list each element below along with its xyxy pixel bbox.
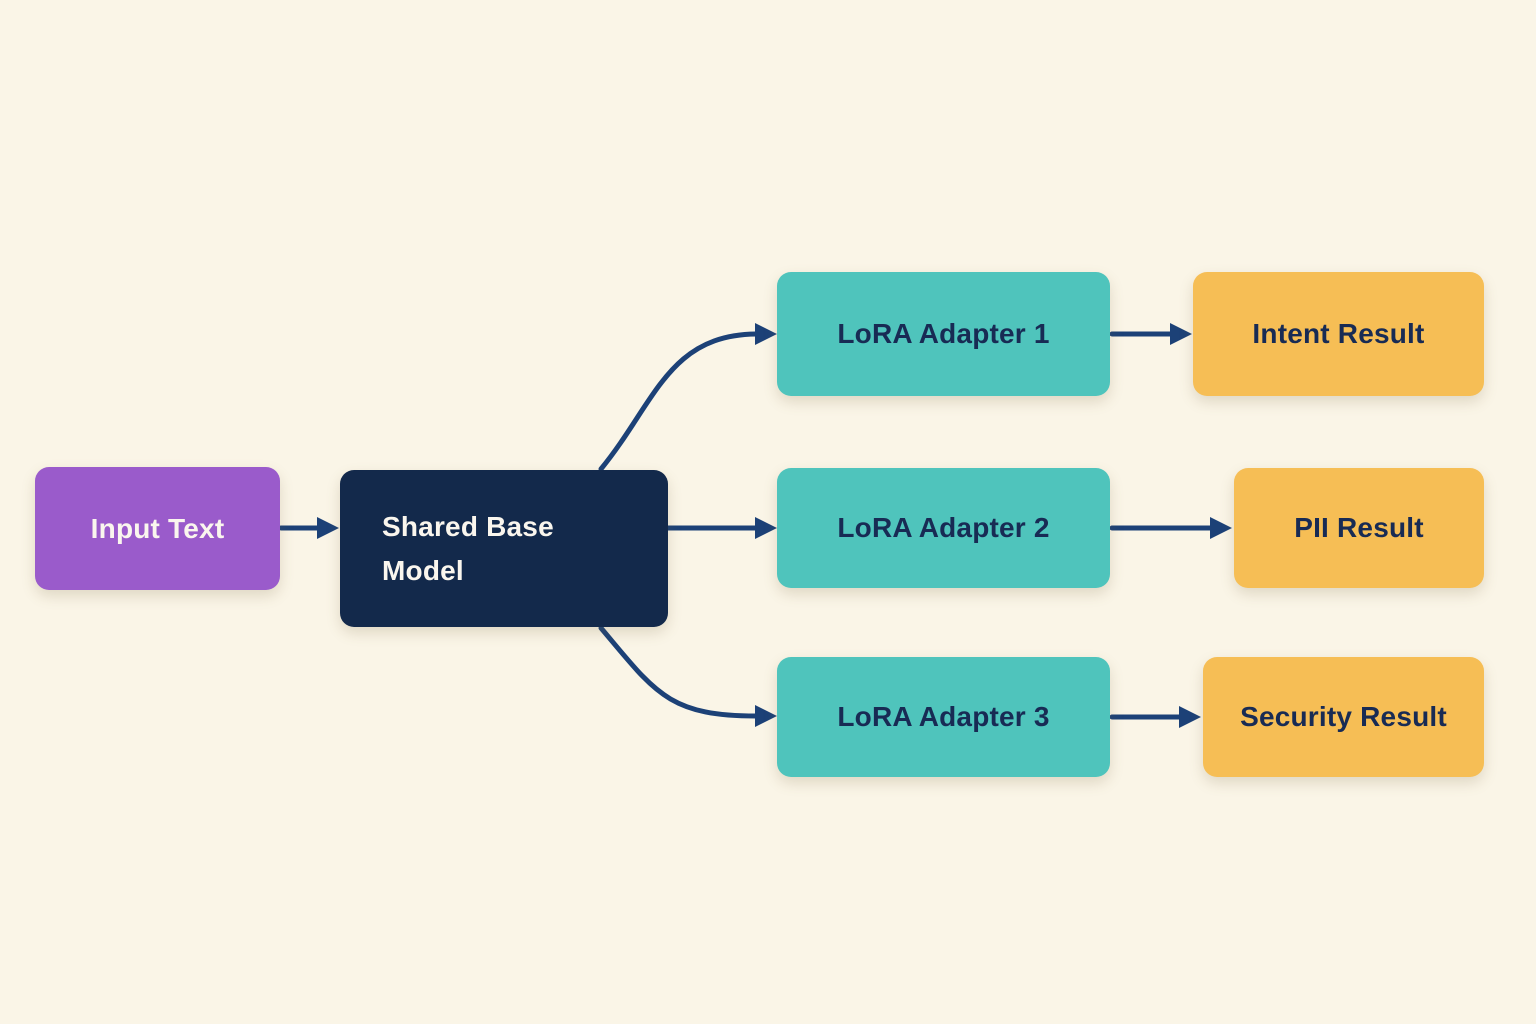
node-lora-adapter-3: LoRA Adapter 3 [777,657,1110,777]
node-input-text: Input Text [35,467,280,590]
node-lora-adapter-1: LoRA Adapter 1 [777,272,1110,396]
edge-base-to-lora1 [598,331,759,472]
arrowhead-base-to-lora2 [755,517,777,539]
node-shared-base-model-label: Shared Base Model [382,511,554,586]
arrowhead-lora3-to-security [1179,706,1201,728]
node-input-text-label: Input Text [90,512,225,544]
node-lora-adapter-1-label: LoRA Adapter 1 [837,318,1050,349]
node-intent-result: Intent Result [1193,272,1484,396]
node-pii-result-label: PII Result [1294,512,1424,543]
edge-base-to-lora3 [598,625,759,719]
arrowhead-base-to-lora1 [755,323,777,345]
node-lora-adapter-2-label: LoRA Adapter 2 [837,512,1050,543]
node-lora-adapter-2: LoRA Adapter 2 [777,468,1110,588]
node-security-result: Security Result [1203,657,1484,777]
node-lora-adapter-3-label: LoRA Adapter 3 [837,701,1050,732]
arrowhead-lora1-to-intent [1170,323,1192,345]
arrowhead-base-to-lora3 [755,705,777,727]
node-shared-base-model: Shared Base Model [340,470,668,627]
node-intent-result-label: Intent Result [1252,318,1425,349]
node-pii-result: PII Result [1234,468,1484,588]
arrowhead-input-to-base [317,517,339,539]
arrowhead-lora2-to-pii [1210,517,1232,539]
node-security-result-label: Security Result [1240,701,1447,732]
